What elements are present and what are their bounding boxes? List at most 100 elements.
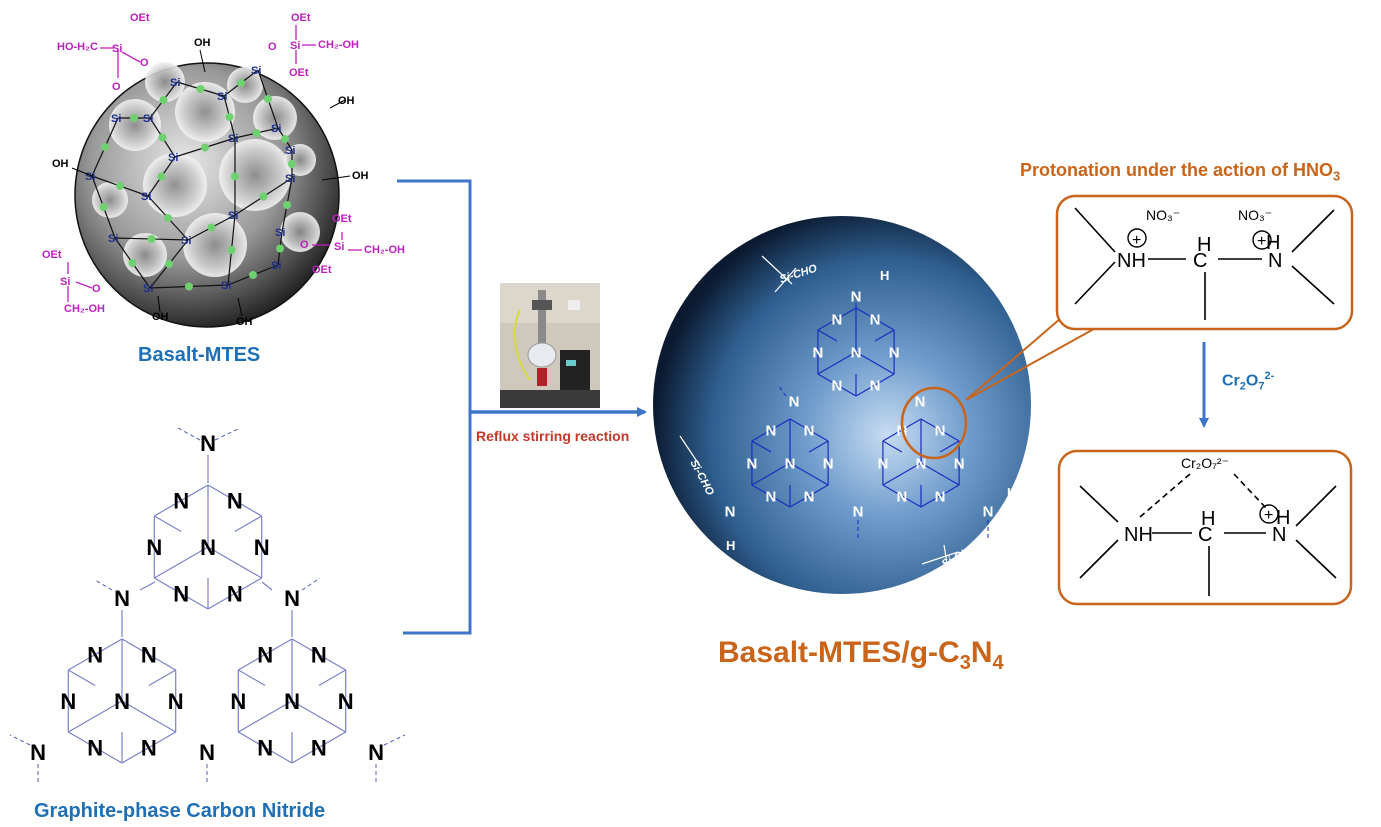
oet-label: OEt bbox=[289, 67, 309, 79]
ring-bond bbox=[751, 484, 772, 497]
n-label: N bbox=[1272, 524, 1286, 546]
oet-label: OEt bbox=[312, 264, 332, 276]
product-subscript: 4 bbox=[992, 652, 1004, 674]
bridging-nitrogen: N bbox=[200, 431, 216, 456]
nh-label: NH bbox=[1117, 250, 1146, 272]
dangling-bond bbox=[214, 427, 241, 441]
nitrogen-atom: N bbox=[311, 642, 327, 667]
ring-bond bbox=[238, 669, 266, 687]
ring-bond bbox=[817, 318, 838, 331]
hydrogen-atom: H bbox=[880, 268, 889, 283]
hoh2c-label: HO-H₂C bbox=[57, 41, 98, 53]
nitrogen-atom: N bbox=[823, 455, 834, 472]
ring-bond bbox=[148, 669, 176, 687]
nitrogen-atom: N bbox=[954, 455, 965, 472]
si-atom: Si bbox=[271, 123, 281, 135]
ring-bond bbox=[855, 351, 895, 375]
oxygen-dot bbox=[237, 79, 245, 87]
oxygen-dot bbox=[159, 96, 168, 104]
dangling-bond bbox=[383, 734, 406, 746]
nitrogen-atom: N bbox=[935, 488, 946, 505]
ring-bond bbox=[920, 462, 960, 486]
surface-pit bbox=[280, 212, 320, 252]
hydroxyl-groups: OH OH OH OH OH OH bbox=[52, 37, 369, 328]
protonated-amine-box: NO₃⁻ NO₃⁻ + + NH H C H N bbox=[1055, 194, 1354, 331]
ring-bond bbox=[121, 638, 150, 656]
bridging-nitrogen: N bbox=[30, 740, 46, 765]
oxygen-dot bbox=[207, 223, 216, 232]
cr-text: O bbox=[1245, 372, 1259, 390]
nitrogen-atom: N bbox=[870, 377, 881, 394]
oxygen-dot bbox=[288, 160, 296, 168]
ring-bond bbox=[808, 440, 829, 453]
product-subscript: 3 bbox=[959, 652, 971, 674]
protonation-text: Protonation under the action of HNO bbox=[1020, 160, 1333, 180]
ring-bond bbox=[234, 515, 262, 533]
ch2oh-label: CH₂-OH bbox=[318, 39, 359, 51]
ring-bond bbox=[751, 429, 772, 442]
oxygen-dot bbox=[147, 235, 156, 243]
ring-bond bbox=[939, 429, 960, 442]
oxygen-dot bbox=[185, 282, 193, 291]
nitrogen-atom: N bbox=[746, 455, 757, 472]
ring-bond bbox=[901, 418, 922, 431]
ring-bond bbox=[874, 318, 895, 331]
oet-label: OEt bbox=[332, 213, 352, 225]
ring-bond bbox=[882, 484, 903, 497]
si-atom: Si bbox=[108, 233, 118, 245]
surface-pit bbox=[227, 67, 263, 103]
si-atom: Si bbox=[221, 280, 231, 292]
bridging-nitrogen: N bbox=[853, 503, 864, 520]
dichromate-reagent-label: Cr2O72- bbox=[1222, 370, 1274, 393]
nitrogen-atom: N bbox=[227, 488, 243, 513]
bridging-nitrogen: N bbox=[851, 288, 862, 305]
nitrogen-atom: N bbox=[141, 642, 157, 667]
nitrogen-atom: N bbox=[832, 311, 843, 328]
basalt-mtes-label: Basalt-MTES bbox=[138, 344, 261, 366]
h-label: H bbox=[1276, 507, 1290, 529]
bridging-nitrogen: N bbox=[725, 503, 736, 520]
nitrogen-atom: N bbox=[804, 422, 815, 439]
oxygen-dot bbox=[231, 172, 239, 181]
nitrogen-atom: N bbox=[257, 642, 273, 667]
o-label: O bbox=[268, 41, 277, 53]
ring-bond bbox=[836, 307, 857, 320]
si-label: Si bbox=[60, 276, 70, 288]
surface-pit bbox=[175, 82, 235, 142]
n-label: N bbox=[1268, 250, 1282, 272]
si-atom: Si bbox=[251, 65, 261, 77]
protonation-subscript: 3 bbox=[1333, 168, 1341, 184]
ch2oh-label: CH₂-OH bbox=[364, 244, 405, 256]
nitrogen-atom: N bbox=[832, 377, 843, 394]
ring-bond bbox=[751, 462, 791, 486]
si-atom: Si bbox=[275, 227, 285, 239]
o-label: O bbox=[112, 81, 121, 93]
oet-label: OEt bbox=[130, 12, 150, 24]
oh-label: OH bbox=[152, 311, 169, 323]
silane-groups: Si OEt HO-H₂C O O OEt Si CH₂-OH OEt O OE… bbox=[42, 12, 405, 315]
dangling-bond bbox=[9, 734, 31, 746]
protonation-label: Protonation under the action of HNO3 bbox=[1020, 160, 1340, 184]
nitrogen-atom: N bbox=[916, 455, 927, 472]
dangling-bond bbox=[301, 577, 321, 591]
ring-bond bbox=[148, 731, 176, 749]
surface-pit bbox=[145, 62, 185, 102]
si-atom: Si bbox=[228, 210, 238, 222]
si-atom: Si bbox=[228, 133, 238, 145]
ring-bond bbox=[920, 418, 941, 431]
dangling-bond bbox=[177, 427, 201, 441]
ring-bond bbox=[68, 669, 96, 687]
ring-bond bbox=[817, 329, 838, 342]
bridging-nitrogen: N bbox=[915, 393, 926, 410]
ring-bond bbox=[882, 429, 903, 442]
oxygen-dot bbox=[165, 260, 173, 268]
nitrogen-atom: N bbox=[227, 581, 243, 606]
ring-bond bbox=[920, 495, 941, 508]
ring-bond bbox=[770, 418, 791, 431]
nitrogen-atom: N bbox=[173, 581, 189, 606]
si-label: Si bbox=[290, 40, 300, 52]
bridging-nitrogen: N bbox=[284, 586, 300, 611]
ring-bond bbox=[789, 495, 810, 508]
oxygen-dot bbox=[227, 246, 236, 254]
